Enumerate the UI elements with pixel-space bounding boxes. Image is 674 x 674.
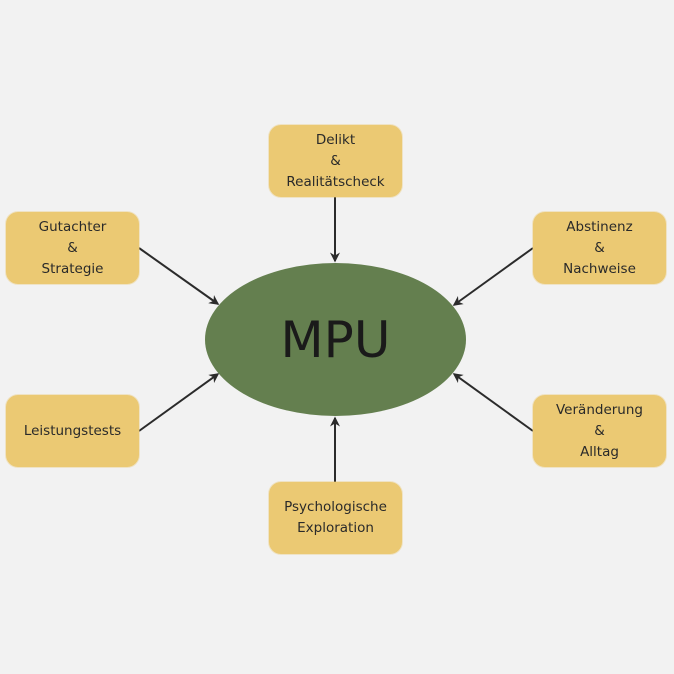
node-label-line: Realitätscheck [286,173,385,190]
center-label: MPU [280,310,391,369]
node-veraenderung-alltag: Veränderung & Alltag [533,395,666,467]
node-label-line: Abstinenz [566,218,633,235]
node-label-line: & [594,239,605,256]
node-psychologische-exploration: Psychologische Exploration [269,482,402,554]
node-label-line: Delikt [315,131,356,148]
node-label-line: Nachweise [563,260,636,277]
node-label-line: Veränderung [556,401,643,418]
node-label-line: & [67,239,78,256]
node-label-line: Exploration [297,520,374,536]
center-node-mpu: MPU [205,263,466,416]
node-label-line: Psychologische [284,499,387,515]
arrow-br-to-center [452,373,534,432]
node-label-line: Gutachter [38,218,107,235]
arrow-tl-to-center [138,247,220,305]
node-leistungstests: Leistungstests [6,395,139,467]
node-label-line: Leistungstests [23,422,122,439]
node-label-line: Strategie [41,260,104,277]
node-label-line: & [594,422,605,439]
node-abstinenz-nachweise: Abstinenz & Nachweise [533,212,666,284]
arrow-bl-to-center [138,373,220,432]
node-delikt-realitaetscheck: Delikt & Realitätscheck [269,125,402,197]
node-label-line: Alltag [580,443,619,460]
node-gutachter-strategie: Gutachter & Strategie [6,212,139,284]
node-label-line: & [330,152,341,169]
arrow-tr-to-center [452,247,534,306]
